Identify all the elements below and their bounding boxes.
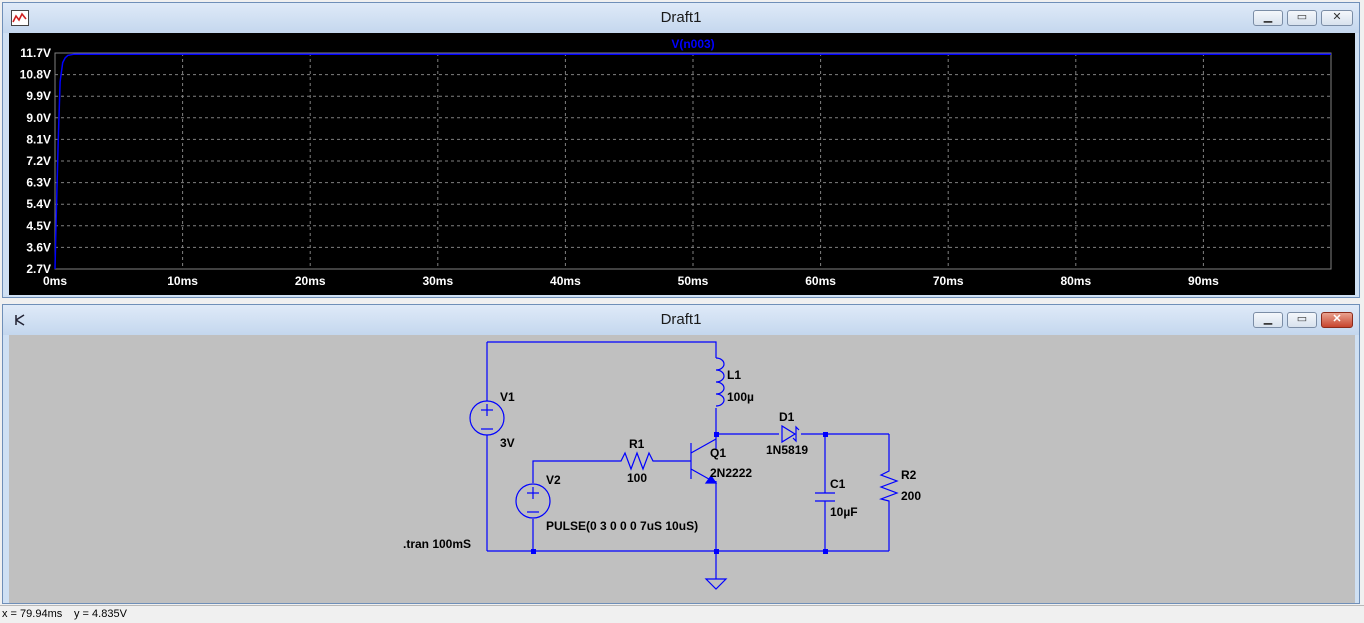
restore-icon: ▭: [1296, 11, 1308, 23]
y-tick-label: 7.2V: [26, 154, 51, 168]
d1-name[interactable]: D1: [779, 410, 795, 424]
y-tick-label: 9.9V: [26, 89, 51, 103]
x-tick-label: 40ms: [550, 274, 581, 288]
waveform-window-title: Draft1: [660, 9, 702, 26]
l1-value[interactable]: 100µ: [727, 390, 754, 404]
q1-value[interactable]: 2N2222: [710, 466, 752, 480]
trace-line[interactable]: [54, 53, 1331, 270]
x-tick-label: 90ms: [1188, 274, 1219, 288]
schematic-drawing[interactable]: V1 3V V2 PULSE(0 3 0 0 0 7uS 10uS) R1 10…: [9, 335, 1355, 603]
x-tick-label: 20ms: [295, 274, 326, 288]
spice-directive[interactable]: .tran 100mS: [403, 537, 471, 551]
r2-value[interactable]: 200: [901, 489, 921, 503]
junction-dot: [531, 549, 536, 554]
x-tick-label: 70ms: [933, 274, 964, 288]
y-tick-label: 4.5V: [26, 219, 51, 233]
junction-dot: [823, 549, 828, 554]
x-tick-label: 10ms: [167, 274, 198, 288]
y-tick-label: 10.8V: [20, 68, 51, 82]
ground-icon[interactable]: [704, 578, 728, 590]
d1-value[interactable]: 1N5819: [766, 443, 808, 457]
minimize-button[interactable]: ▁: [1253, 10, 1283, 26]
v1-voltage-source-icon[interactable]: [469, 400, 505, 436]
close-icon: ✕: [1332, 11, 1342, 23]
wire-top[interactable]: [487, 341, 717, 358]
minimize-button[interactable]: ▁: [1253, 312, 1283, 328]
waveform-plot[interactable]: V(n003) 11.7V 10.8V 9.9V 9.0V 8.1V 7.2V 6.3V 5.…: [9, 33, 1355, 295]
r1-value[interactable]: 100: [627, 471, 647, 485]
v2-value[interactable]: PULSE(0 3 0 0 0 7uS 10uS): [546, 519, 698, 533]
waveform-window: Draft1 ▁ ▭ ✕ V(n003) 11.7V 10.8V 9.9V 9.0V 8…: [2, 2, 1360, 298]
minimize-icon: ▁: [1263, 313, 1273, 325]
close-button[interactable]: ✕: [1321, 10, 1353, 26]
x-tick-label: 50ms: [678, 274, 709, 288]
y-tick-label: 9.0V: [26, 111, 51, 125]
x-tick-label: 80ms: [1060, 274, 1091, 288]
q1-name[interactable]: Q1: [710, 446, 726, 460]
y-tick-label: 3.6V: [26, 240, 51, 254]
y-tick-label: 6.3V: [26, 176, 51, 190]
v1-name[interactable]: V1: [500, 390, 515, 404]
r2-name[interactable]: R2: [901, 468, 917, 482]
junction-dot: [714, 549, 719, 554]
c1-capacitor-icon[interactable]: [815, 492, 835, 502]
minimize-icon: ▁: [1263, 11, 1273, 23]
wire-v2-top[interactable]: [532, 460, 615, 483]
schematic-window: Draft1 ▁ ▭ ✕: [2, 304, 1360, 604]
waveform-titlebar[interactable]: Draft1 ▁ ▭ ✕: [3, 3, 1359, 33]
close-icon: ✕: [1332, 313, 1342, 325]
restore-icon: ▭: [1296, 313, 1308, 325]
x-readout: x = 79.94ms: [2, 608, 63, 620]
status-bar: x = 79.94ms y = 4.835V: [0, 605, 1364, 623]
c1-value[interactable]: 10µF: [830, 505, 858, 519]
y-tick-label: 11.7V: [20, 46, 51, 60]
v1-value[interactable]: 3V: [500, 436, 515, 450]
waveform-app-icon: [11, 10, 29, 26]
schematic-app-icon: [15, 314, 25, 326]
schematic-window-title: Draft1: [660, 311, 702, 328]
r1-resistor-icon[interactable]: [615, 451, 659, 471]
junction-dot: [823, 432, 828, 437]
x-tick-label: 60ms: [805, 274, 836, 288]
schematic-canvas[interactable]: V1 3V V2 PULSE(0 3 0 0 0 7uS 10uS) R1 10…: [9, 335, 1355, 603]
v2-name[interactable]: V2: [546, 473, 561, 487]
l1-inductor-icon[interactable]: [715, 357, 725, 407]
v2-voltage-source-icon[interactable]: [515, 483, 551, 519]
r2-resistor-icon[interactable]: [878, 467, 899, 505]
restore-button[interactable]: ▭: [1287, 10, 1317, 26]
d1-diode-icon[interactable]: [781, 424, 800, 444]
trace-label[interactable]: V(n003): [671, 37, 714, 51]
c1-name[interactable]: C1: [830, 477, 846, 491]
close-button[interactable]: ✕: [1321, 312, 1353, 328]
l1-name[interactable]: L1: [727, 368, 741, 382]
y-tick-label: 5.4V: [26, 197, 51, 211]
y-tick-label: 2.7V: [26, 262, 51, 276]
y-tick-label: 8.1V: [26, 132, 51, 146]
schematic-titlebar[interactable]: Draft1 ▁ ▭ ✕: [3, 305, 1359, 335]
q1-transistor-icon[interactable]: [690, 438, 718, 484]
r1-name[interactable]: R1: [629, 437, 645, 451]
restore-button[interactable]: ▭: [1287, 312, 1317, 328]
junction-dot: [714, 432, 719, 437]
waveform-plot-area[interactable]: V(n003) 11.7V 10.8V 9.9V 9.0V 8.1V 7.2V 6.3V 5.…: [9, 33, 1355, 295]
x-tick-label: 30ms: [422, 274, 453, 288]
y-readout: y = 4.835V: [74, 608, 127, 620]
x-tick-label: 0ms: [43, 274, 67, 288]
